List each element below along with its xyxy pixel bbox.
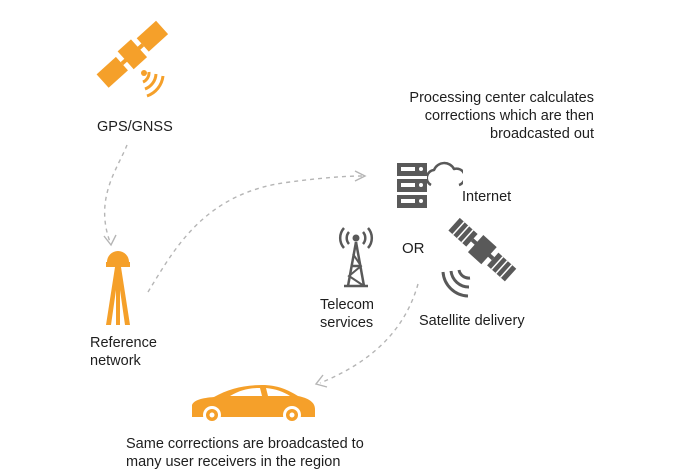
- arrow-head-car: [314, 374, 328, 388]
- or-label: OR: [402, 240, 425, 257]
- internet-label: Internet: [462, 189, 512, 205]
- cloud-icon: [427, 161, 463, 187]
- processing-label-2: corrections which are then: [424, 108, 594, 124]
- arrow-head-processing: [354, 170, 367, 182]
- telecom-label-1: Telecom: [320, 297, 374, 313]
- arrow-reference-to-processing: [147, 175, 363, 293]
- reference-station-icon: [106, 251, 130, 325]
- car-icon: [192, 385, 315, 424]
- processing-label-3: broadcasted out: [490, 126, 594, 142]
- broadcast-label-2: many user receivers in the region: [126, 454, 341, 470]
- delivery-satellite-icon: [441, 217, 517, 298]
- arrow-gps-to-reference: [104, 144, 128, 243]
- reference-network-label-2: network: [90, 353, 141, 369]
- satellite-delivery-label: Satellite delivery: [419, 313, 525, 329]
- reference-network-label-1: Reference: [90, 335, 157, 351]
- gps-satellite-icon: [96, 20, 169, 98]
- arrow-delivery-to-car: [319, 283, 419, 384]
- broadcast-label-1: Same corrections are broadcasted to: [126, 436, 364, 452]
- processing-label-1: Processing center calculates: [409, 90, 594, 106]
- server-icon: [397, 163, 427, 208]
- gps-label: GPS/GNSS: [97, 119, 173, 135]
- arrow-head-reference: [103, 234, 117, 247]
- telecom-label-2: services: [320, 315, 374, 331]
- telecom-tower-icon: [339, 227, 373, 288]
